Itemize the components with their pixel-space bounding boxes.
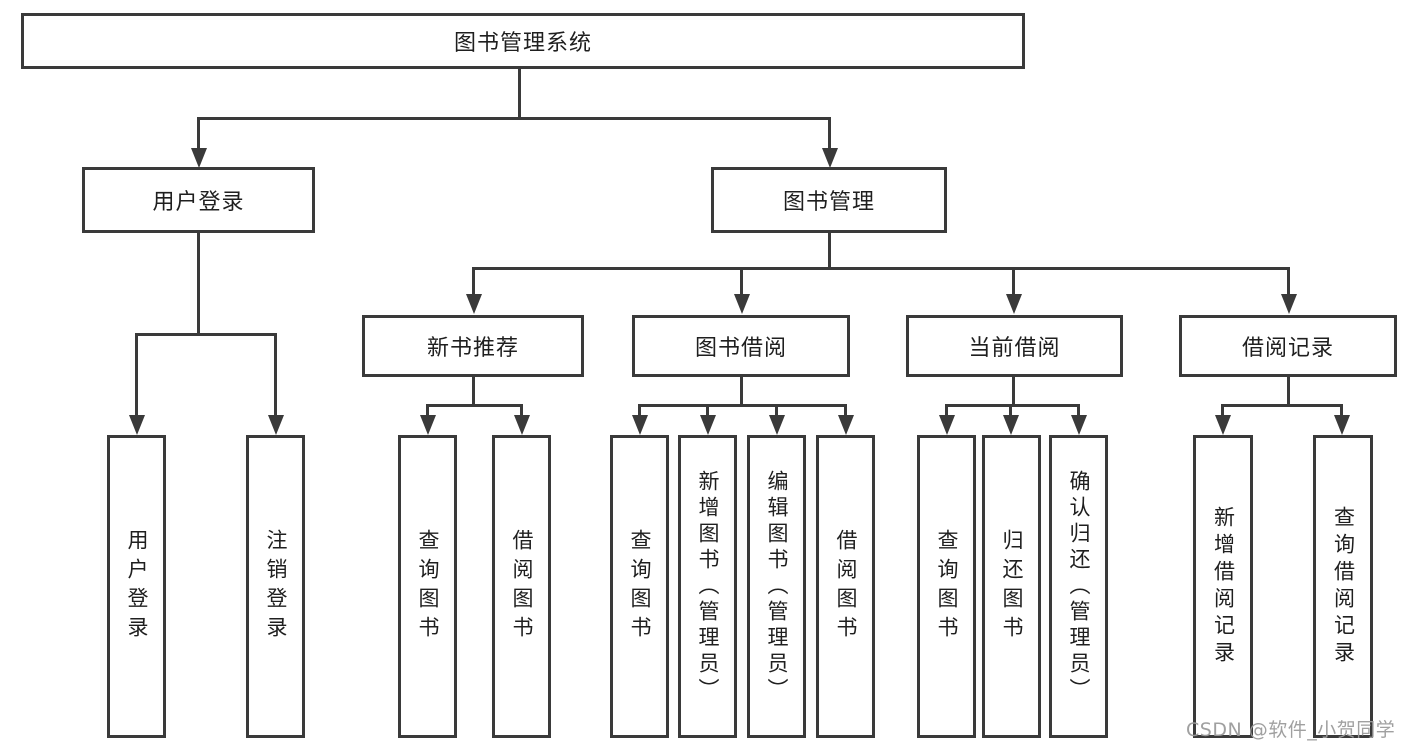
connector-level2-branch bbox=[472, 267, 1289, 270]
connector-user-login-stem bbox=[197, 233, 200, 335]
leaf-label: 注销登录 bbox=[264, 528, 289, 645]
connector-drop bbox=[945, 404, 948, 416]
leaf-newbook-borrow-books: 借阅图书 bbox=[492, 435, 551, 738]
leaf-label: 新增图书（管理员） bbox=[696, 469, 721, 704]
connector-root-stem bbox=[518, 69, 521, 118]
node-new-book-recommend: 新书推荐 bbox=[362, 315, 584, 377]
leaf-borrowing-borrow-books: 借阅图书 bbox=[816, 435, 875, 738]
leaf-records-add-borrow-record: 新增借阅记录 bbox=[1193, 435, 1253, 738]
connector-current-borrow-branch bbox=[945, 404, 1080, 407]
arrow-down-icon bbox=[268, 415, 284, 435]
leaf-label: 新增借阅记录 bbox=[1211, 505, 1236, 668]
connector-new-book-stem bbox=[472, 377, 475, 406]
leaf-label: 借阅图书 bbox=[510, 528, 535, 645]
connector-borrow-records-stem bbox=[1287, 377, 1290, 406]
leaf-current-confirm-return-admin: 确认归还（管理员） bbox=[1049, 435, 1108, 738]
connector-drop bbox=[1009, 404, 1012, 416]
leaf-current-return-books: 归还图书 bbox=[982, 435, 1041, 738]
leaf-label: 归还图书 bbox=[1000, 528, 1025, 645]
connector-drop bbox=[775, 404, 778, 416]
arrow-down-icon bbox=[1281, 294, 1297, 314]
leaf-borrowing-query-books: 查询图书 bbox=[610, 435, 669, 738]
leaf-label: 确认归还（管理员） bbox=[1067, 469, 1092, 704]
connector-book-management-stem bbox=[828, 233, 831, 269]
connector-borrow-records-branch bbox=[1221, 404, 1343, 407]
arrow-down-icon bbox=[822, 148, 838, 168]
leaf-label: 查询图书 bbox=[935, 528, 960, 645]
leaf-current-query-books: 查询图书 bbox=[917, 435, 976, 738]
connector-drop bbox=[426, 404, 429, 416]
connector-drop-borrow-records bbox=[1287, 267, 1290, 296]
arrow-down-icon bbox=[1071, 415, 1087, 435]
connector-user-login-branch bbox=[135, 333, 277, 336]
arrow-down-icon bbox=[734, 294, 750, 314]
connector-drop bbox=[1340, 404, 1343, 416]
arrow-down-icon bbox=[700, 415, 716, 435]
arrow-down-icon bbox=[191, 148, 207, 168]
node-borrowing-records: 借阅记录 bbox=[1179, 315, 1397, 377]
connector-drop bbox=[1221, 404, 1224, 416]
node-library-management-system: 图书管理系统 bbox=[21, 13, 1025, 69]
connector-book-borrow-branch bbox=[638, 404, 847, 407]
connector-drop-book-management bbox=[828, 117, 831, 150]
connector-drop bbox=[706, 404, 709, 416]
connector-drop bbox=[520, 404, 523, 416]
leaf-borrowing-add-books-admin: 新增图书（管理员） bbox=[678, 435, 737, 738]
connector-level1-branch bbox=[197, 117, 831, 120]
arrow-down-icon bbox=[1003, 415, 1019, 435]
arrow-down-icon bbox=[514, 415, 530, 435]
connector-drop-new-book bbox=[472, 267, 475, 296]
connector-current-borrow-stem bbox=[1012, 377, 1015, 406]
connector-drop bbox=[844, 404, 847, 416]
leaf-borrowing-edit-books-admin: 编辑图书（管理员） bbox=[747, 435, 806, 738]
connector-drop-current-borrow bbox=[1012, 267, 1015, 296]
connector-drop-book-borrow bbox=[740, 267, 743, 296]
node-book-management: 图书管理 bbox=[711, 167, 947, 233]
connector-drop-user-login bbox=[197, 117, 200, 150]
node-current-borrowing: 当前借阅 bbox=[906, 315, 1123, 377]
arrow-down-icon bbox=[939, 415, 955, 435]
leaf-records-query-borrow-record: 查询借阅记录 bbox=[1313, 435, 1373, 738]
connector-drop-leaf-logout bbox=[274, 333, 277, 416]
node-user-login: 用户登录 bbox=[82, 167, 315, 233]
arrow-down-icon bbox=[838, 415, 854, 435]
arrow-down-icon bbox=[1006, 294, 1022, 314]
leaf-label: 查询借阅记录 bbox=[1331, 505, 1356, 668]
arrow-down-icon bbox=[1215, 415, 1231, 435]
arrow-down-icon bbox=[129, 415, 145, 435]
connector-drop-leaf-user-login bbox=[135, 333, 138, 416]
connector-drop bbox=[1077, 404, 1080, 416]
leaf-label: 编辑图书（管理员） bbox=[765, 469, 790, 704]
leaf-logout: 注销登录 bbox=[246, 435, 305, 738]
leaf-label: 借阅图书 bbox=[834, 528, 859, 645]
arrow-down-icon bbox=[420, 415, 436, 435]
connector-drop bbox=[638, 404, 641, 416]
connector-book-borrow-stem bbox=[740, 377, 743, 406]
arrow-down-icon bbox=[466, 294, 482, 314]
csdn-watermark: CSDN @软件_小贺同学 bbox=[1186, 719, 1396, 741]
connector-new-book-branch bbox=[426, 404, 523, 407]
leaf-label: 用户登录 bbox=[125, 528, 150, 645]
node-book-borrowing: 图书借阅 bbox=[632, 315, 850, 377]
arrow-down-icon bbox=[1334, 415, 1350, 435]
leaf-label: 查询图书 bbox=[628, 528, 653, 645]
leaf-user-login: 用户登录 bbox=[107, 435, 166, 738]
leaf-label: 查询图书 bbox=[416, 528, 441, 645]
arrow-down-icon bbox=[632, 415, 648, 435]
arrow-down-icon bbox=[769, 415, 785, 435]
leaf-newbook-query-books: 查询图书 bbox=[398, 435, 457, 738]
